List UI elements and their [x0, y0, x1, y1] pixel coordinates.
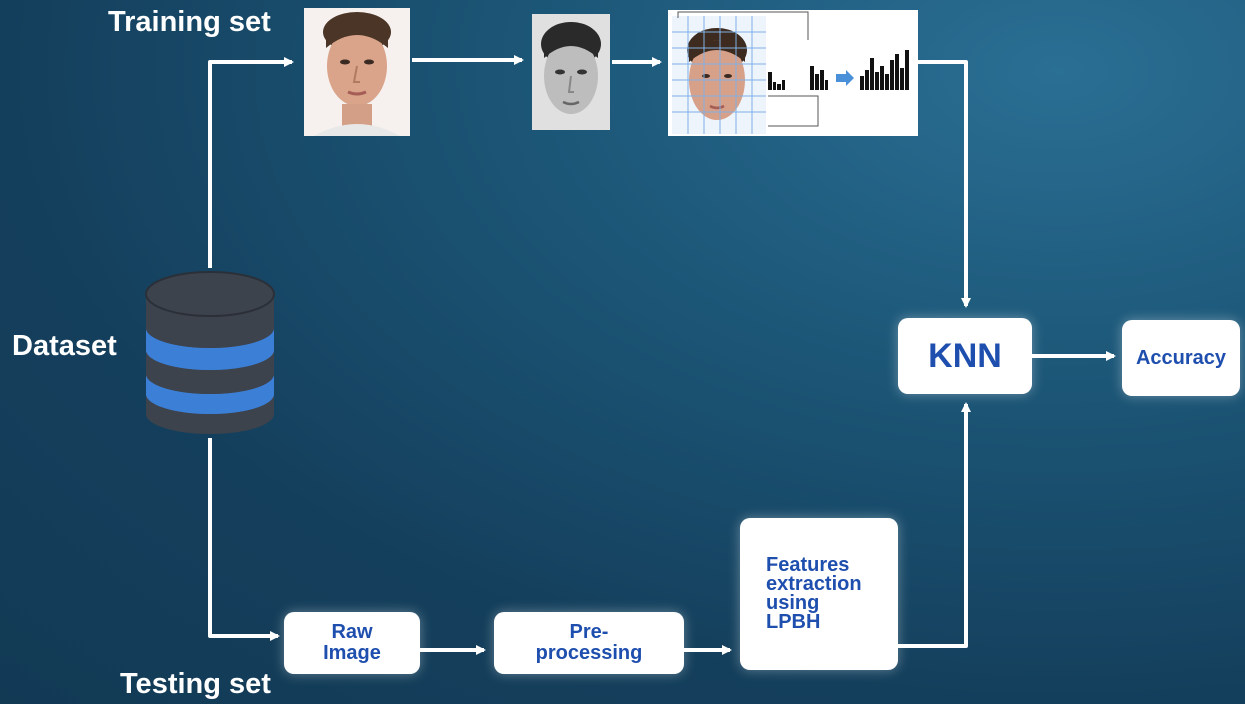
- face-photo-grayscale: [532, 14, 610, 130]
- training-face-photo: [304, 8, 410, 136]
- database-icon: [145, 271, 275, 434]
- arrow-dataset-to-raw: [208, 438, 280, 641]
- knn-label: KNN: [928, 336, 1002, 375]
- accuracy-box: Accuracy: [1122, 320, 1240, 396]
- dataset-label: Dataset: [12, 330, 117, 362]
- training-set-label: Training set: [108, 6, 271, 38]
- features-extraction-box: Features extraction using LPBH: [740, 518, 898, 670]
- testing-set-label: Testing set: [120, 668, 271, 700]
- arrow-dataset-to-training: [208, 57, 294, 268]
- pre-processing-box: Pre- processing: [494, 612, 684, 674]
- lbp-histogram-figure: [668, 10, 918, 136]
- pre-processing-label: Pre- processing: [535, 621, 643, 664]
- features-extraction-label: Features extraction using LPBH: [766, 554, 862, 633]
- training-lbp-feature-image: [668, 10, 918, 136]
- arrow-lbp-to-knn: [918, 60, 971, 308]
- raw-image-box: Raw Image: [284, 612, 420, 674]
- arrow-features-to-knn: [898, 402, 971, 648]
- face-photo-color: [304, 8, 410, 136]
- accuracy-label: Accuracy: [1135, 346, 1227, 369]
- raw-image-label: Raw Image: [323, 621, 381, 664]
- knn-box: KNN: [898, 318, 1032, 394]
- training-face-grayscale: [532, 14, 610, 130]
